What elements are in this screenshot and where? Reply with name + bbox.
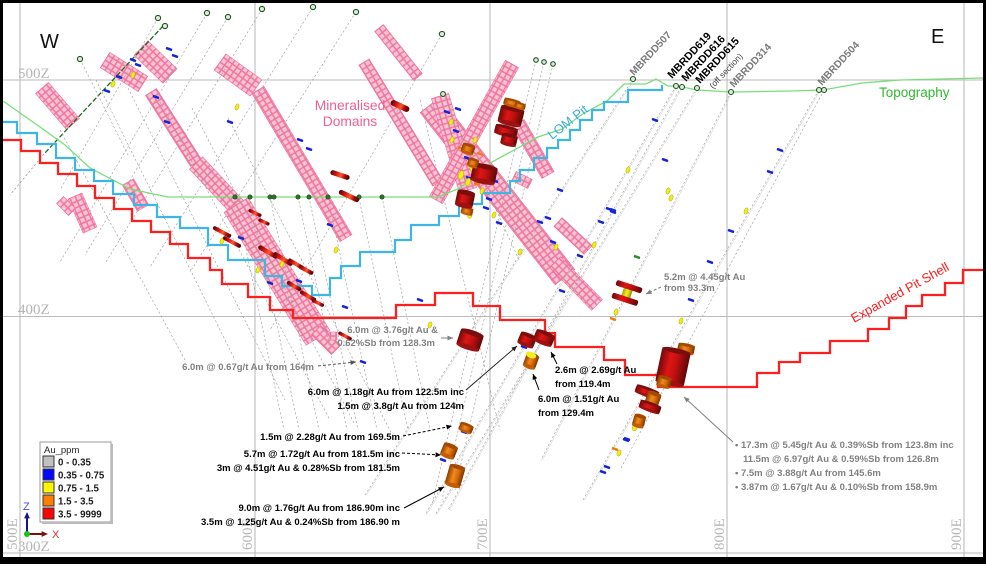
svg-text:2.6m @ 2.69g/t Au: 2.6m @ 2.69g/t Au: [555, 365, 636, 376]
svg-text:800E: 800E: [712, 518, 728, 550]
svg-text:5.7m @ 1.72g/t Au from 181.5m: 5.7m @ 1.72g/t Au from 181.5m inc: [244, 449, 400, 460]
svg-text:900E: 900E: [949, 518, 965, 550]
svg-text:9.0m @ 1.76g/t Au from 186.90m: 9.0m @ 1.76g/t Au from 186.90m inc: [239, 503, 401, 514]
svg-text:E: E: [931, 26, 944, 48]
svg-text:6.0m @ 1.51g/t Au: 6.0m @ 1.51g/t Au: [538, 394, 619, 405]
svg-text:from 129.4m: from 129.4m: [538, 408, 594, 419]
svg-text:• 3.87m @ 1.67g/t Au & 0.10%Sb: • 3.87m @ 1.67g/t Au & 0.10%Sb from 158.…: [735, 482, 937, 493]
svg-text:Z: Z: [23, 501, 30, 513]
svg-text:6.0m @ 0.67g/t Au from 164m: 6.0m @ 0.67g/t Au from 164m: [182, 362, 314, 373]
svg-text:3.5 - 9999: 3.5 - 9999: [58, 510, 102, 521]
svg-text:700E: 700E: [475, 518, 491, 550]
svg-text:Domains: Domains: [323, 114, 378, 129]
svg-text:W: W: [40, 31, 59, 53]
svg-text:1.5m @ 3.8g/t Au from 124m: 1.5m @ 3.8g/t Au from 124m: [337, 401, 464, 412]
svg-text:400Z: 400Z: [18, 302, 50, 318]
svg-text:500E: 500E: [5, 518, 21, 550]
svg-text:Topography: Topography: [879, 85, 950, 100]
svg-text:600E: 600E: [240, 518, 256, 550]
svg-text:• 7.5m @ 3.88g/t Au from 145.6: • 7.5m @ 3.88g/t Au from 145.6m: [735, 468, 881, 479]
svg-text:0.75 - 1.5: 0.75 - 1.5: [58, 484, 100, 495]
svg-text:0.35 - 0.75: 0.35 - 0.75: [58, 471, 105, 482]
svg-text:300Z: 300Z: [18, 539, 50, 555]
svg-text:1.5 - 3.5: 1.5 - 3.5: [58, 497, 94, 508]
svg-text:6.0m @ 3.76g/t Au &: 6.0m @ 3.76g/t Au &: [347, 325, 438, 336]
svg-text:Au_ppm: Au_ppm: [44, 445, 79, 456]
svg-text:500Z: 500Z: [18, 66, 50, 82]
svg-text:from 119.4m: from 119.4m: [555, 379, 610, 390]
svg-text:1.5m @ 2.28g/t Au from 169.5m: 1.5m @ 2.28g/t Au from 169.5m: [260, 432, 400, 443]
svg-text:0 - 0.35: 0 - 0.35: [58, 458, 91, 469]
svg-text:0.62%Sb from 128.3m: 0.62%Sb from 128.3m: [337, 338, 435, 349]
svg-text:Mineralised: Mineralised: [315, 98, 386, 113]
svg-text:5.2m @ 4.45g/t Au: 5.2m @ 4.45g/t Au: [664, 272, 745, 283]
svg-text:X: X: [52, 529, 60, 541]
svg-text:3m @ 4.51g/t Au & 0.28%Sb from: 3m @ 4.51g/t Au & 0.28%Sb from 181.5m: [217, 463, 400, 474]
svg-text:11.5m @ 6.97g/t Au & 0.59%Sb f: 11.5m @ 6.97g/t Au & 0.59%Sb from 126.8m: [743, 454, 939, 465]
svg-text:from 93.3m: from 93.3m: [664, 283, 715, 294]
svg-text:• 17.3m @ 5.45g/t Au & 0.39%Sb: • 17.3m @ 5.45g/t Au & 0.39%Sb from 123.…: [735, 440, 954, 451]
svg-text:3.5m @ 1.25g/t Au & 0.24%Sb fr: 3.5m @ 1.25g/t Au & 0.24%Sb from 186.90 …: [201, 517, 400, 528]
svg-text:6.0m @ 1.18g/t Au from 122.5m: 6.0m @ 1.18g/t Au from 122.5m inc: [308, 387, 464, 398]
